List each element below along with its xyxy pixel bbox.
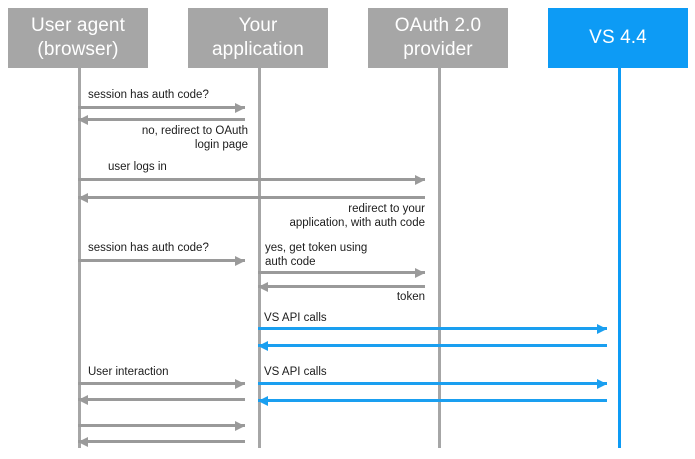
arrowhead-left-icon [258,281,268,292]
arrow-shaft [78,178,425,181]
arrowhead-left-icon [78,192,88,203]
actor-box-your-app: Your application [188,8,328,68]
arrowhead-right-icon [235,102,245,113]
arrowhead-left-icon [258,395,268,406]
message-label-m10: User interaction [88,366,169,378]
arrow-shaft [78,106,245,109]
message-label-m8: VS API calls [264,312,327,324]
message-label-m1: session has auth code? [88,89,209,101]
message-label-m7: token [396,291,425,303]
arrow-shaft [258,271,425,274]
arrow-shaft [78,382,245,385]
lifeline-user-agent [78,68,81,448]
arrow-shaft [258,327,607,330]
message-label-m5: session has auth code? [88,242,209,254]
message-label-m4: redirect to your application, with auth … [289,203,425,229]
arrow-shaft [78,440,245,443]
arrow-shaft [78,398,245,401]
arrow-shaft [258,285,425,288]
arrow-shaft [258,382,607,385]
arrow-shaft [78,196,425,199]
arrowhead-left-icon [78,114,88,125]
actor-box-user-agent: User agent (browser) [8,8,148,68]
arrowhead-right-icon [415,174,425,185]
arrowhead-right-icon [415,267,425,278]
arrowhead-left-icon [78,394,88,405]
arrow-shaft [78,424,245,427]
arrow-shaft [78,118,245,121]
lifeline-oauth [438,68,441,448]
message-label-m2: no, redirect to OAuth login page [141,125,248,151]
lifeline-your-app [258,68,261,448]
arrowhead-left-icon [78,436,88,447]
message-label-m3: user logs in [108,161,167,173]
actor-box-oauth: OAuth 2.0 provider [368,8,508,68]
message-label-m11: VS API calls [264,366,327,378]
arrow-shaft [78,259,245,262]
actor-box-vs: VS 4.4 [548,8,688,68]
arrow-shaft [258,399,607,402]
arrowhead-right-icon [235,420,245,431]
arrow-shaft [258,344,607,347]
arrowhead-left-icon [258,340,268,351]
message-label-m6: yes, get token using auth code [265,242,368,268]
arrowhead-right-icon [235,378,245,389]
arrowhead-right-icon [235,255,245,266]
arrowhead-right-icon [597,323,607,334]
lifeline-vs [618,68,621,448]
arrowhead-right-icon [597,378,607,389]
